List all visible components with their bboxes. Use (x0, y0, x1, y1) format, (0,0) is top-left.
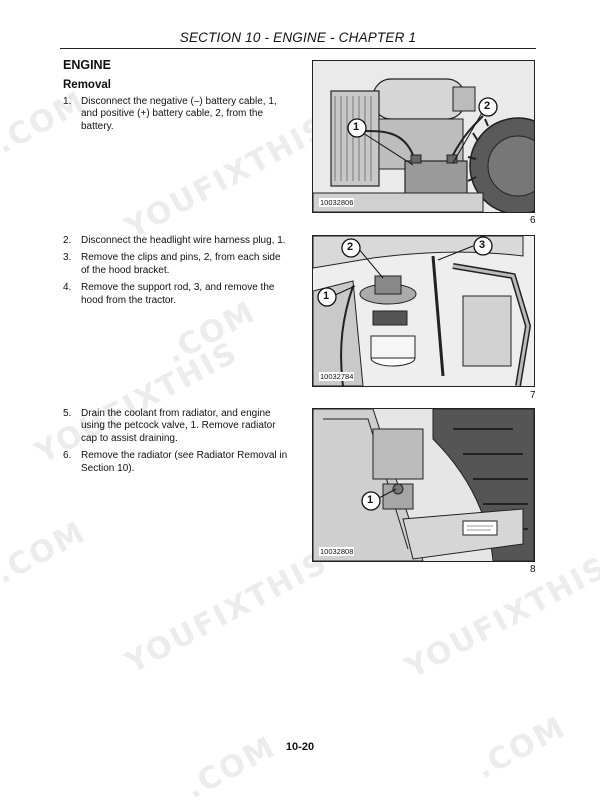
subsection-title: Removal (63, 79, 111, 91)
step-text: Disconnect the headlight wire harness pl… (81, 235, 286, 246)
engine-battery-illustration (313, 61, 534, 212)
figure-8-photo: 1 10032808 (312, 408, 535, 562)
figure-id: 10032806 (319, 198, 355, 207)
figure-number: 6 (530, 215, 536, 226)
page-number: 10-20 (285, 741, 315, 753)
figure-6-photo: 1 2 10032806 (312, 60, 535, 213)
step-text: Remove the radiator (see Radiator Remova… (81, 450, 288, 474)
header-rule (60, 48, 536, 49)
step-text: Drain the coolant from radiator, and eng… (81, 408, 276, 444)
figure-number: 7 (530, 390, 536, 401)
watermark: YOUFIXTHIS (400, 549, 600, 686)
steps-group-2: 2. Disconnect the headlight wire harness… (63, 235, 289, 312)
step-number: 1. (63, 96, 72, 107)
callout-label: 1 (353, 121, 360, 133)
step-number: 3. (63, 252, 72, 264)
step-item: 3. Remove the clips and pins, 2, from ea… (63, 252, 289, 277)
step-text: Remove the support rod, 3, and remove th… (81, 282, 275, 306)
page-header: SECTION 10 - ENGINE - CHAPTER 1 (179, 30, 417, 45)
step-item: 2. Disconnect the headlight wire harness… (63, 235, 289, 247)
step-number: 4. (63, 282, 72, 294)
section-title: ENGINE (63, 58, 111, 72)
callout-label: 2 (484, 100, 491, 112)
watermark: .COM (0, 514, 92, 591)
figure-id: 10032808 (319, 547, 355, 556)
callout-label: 2 (347, 241, 354, 253)
figure-number: 8 (530, 564, 536, 575)
callout-label: 1 (367, 494, 374, 506)
step-number: 5. (63, 408, 72, 419)
callout-label: 3 (479, 239, 486, 251)
callout-label: 1 (323, 290, 330, 302)
figure-id: 10032784 (319, 372, 355, 381)
step-item: 6. Remove the radiator (see Radiator Rem… (63, 450, 289, 475)
step-text: Disconnect the negative (–) battery cabl… (81, 96, 277, 132)
step-text: Remove the clips and pins, 2, from each … (81, 252, 281, 276)
step-item: 4. Remove the support rod, 3, and remove… (63, 282, 289, 307)
step-number: 6. (63, 450, 72, 462)
step-item: 5. Drain the coolant from radiator, and … (63, 408, 289, 445)
steps-group-3: 5. Drain the coolant from radiator, and … (63, 408, 289, 480)
steps-group-1: 1. Disconnect the negative (–) battery c… (63, 96, 289, 138)
step-number: 2. (63, 235, 72, 246)
hood-bracket-illustration (313, 236, 534, 386)
figure-7-photo: 2 3 1 10032784 (312, 235, 535, 387)
petcock-valve-illustration (313, 409, 534, 561)
watermark: YOUFIXTHIS (120, 544, 334, 681)
step-item: 1. Disconnect the negative (–) battery c… (63, 96, 289, 133)
